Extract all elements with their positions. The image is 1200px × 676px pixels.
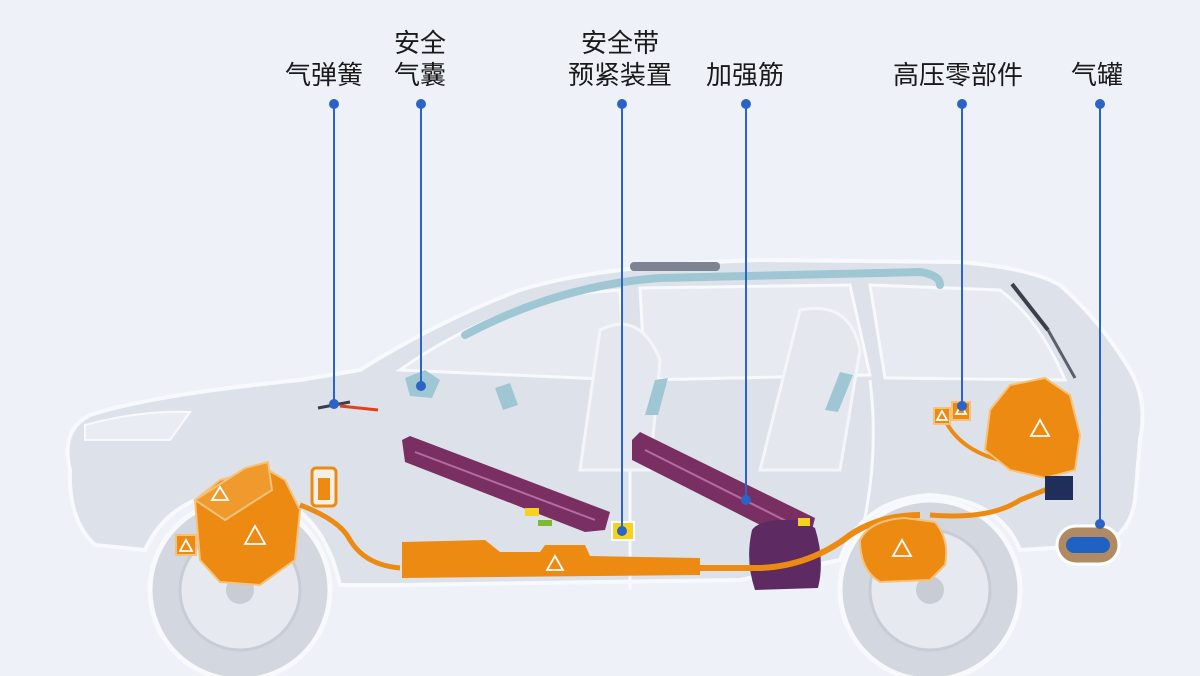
warning-icon [243, 524, 267, 545]
front-connector [175, 534, 197, 556]
warning-icon [935, 409, 949, 421]
warning-icon [545, 554, 565, 571]
reinforcement-groove-front [414, 451, 596, 521]
label-airbag: 安全 气囊 [394, 28, 446, 92]
pretensioner-2 [525, 508, 539, 516]
label-reinforcement-text: 加强筋 [705, 61, 785, 91]
hv-cable-front [299, 502, 401, 571]
label-gas-tank-text: 气罐 [1070, 61, 1124, 91]
label-airbag-line2: 气囊 [393, 61, 447, 91]
label-high-voltage: 高压零部件 [893, 60, 1023, 92]
warning-icon [210, 485, 230, 501]
tailgate-gas-spring [1010, 282, 1077, 379]
label-gas-tank: 气罐 [1071, 60, 1123, 92]
label-airbag-line1: 安全 [393, 29, 447, 59]
label-reinforcement: 加强筋 [706, 60, 784, 92]
gas-tank-core [1066, 537, 1110, 553]
rear-hv-block [1045, 476, 1073, 500]
window-rear [868, 283, 1068, 382]
seat-rear [758, 306, 862, 472]
warning-icon [178, 538, 194, 552]
label-pretensioner: 安全带 预紧装置 [568, 28, 672, 92]
warning-icon [1029, 418, 1051, 437]
pretensioner-3 [538, 520, 552, 526]
warning-icon [891, 538, 913, 557]
high-voltage-system [175, 376, 1082, 587]
front-fuse-core [318, 478, 330, 500]
label-gas-spring-text: 气弹簧 [284, 61, 364, 91]
side-airbag-2 [645, 378, 668, 415]
rear-motor [858, 516, 948, 584]
door-line-rear [858, 379, 875, 541]
front-motor-top [193, 460, 274, 522]
label-pretensioner-line2: 预紧装置 [567, 61, 673, 91]
hv-cable-rear [929, 485, 1051, 519]
battery-pack [402, 540, 700, 578]
label-high-voltage-text: 高压零部件 [892, 61, 1024, 91]
hv-cable-mid [680, 512, 921, 571]
headlight [84, 410, 192, 442]
callout-lines [329, 99, 1105, 536]
label-gas-spring: 气弹簧 [285, 60, 363, 92]
reinforcement-block [749, 519, 821, 590]
pretensioner-4 [798, 518, 810, 526]
side-airbag-1 [495, 383, 518, 410]
side-airbag-3 [825, 372, 853, 412]
reinforcement-bar-front [402, 436, 610, 532]
rear-hv-unit [983, 376, 1082, 480]
curtain-airbag [461, 267, 944, 339]
label-pretensioner-line1: 安全带 [580, 29, 660, 59]
gas-tank [1055, 524, 1121, 566]
roof-bar [630, 262, 720, 271]
reinforcement-groove-rear [644, 449, 801, 529]
